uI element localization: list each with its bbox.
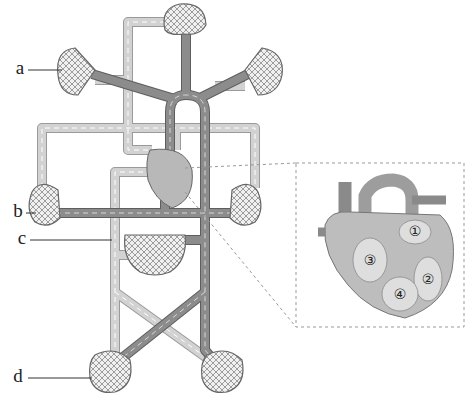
- dark-vessels: [38, 32, 258, 370]
- heart-inset: [318, 180, 454, 318]
- heart-small: [147, 149, 192, 208]
- chamber-number: ④: [388, 283, 412, 305]
- part-label: a: [8, 57, 32, 79]
- chamber-number: ②: [416, 268, 440, 290]
- chamber-number: ①: [403, 220, 427, 242]
- capillary-beds: [29, 4, 282, 393]
- chamber-number: ③: [358, 249, 382, 271]
- part-label: b: [6, 200, 30, 222]
- zoom-leaders: [185, 163, 464, 327]
- label-leaders: [26, 70, 112, 378]
- part-label: d: [6, 365, 30, 387]
- light-vessels: [42, 22, 255, 372]
- part-label: c: [10, 227, 34, 249]
